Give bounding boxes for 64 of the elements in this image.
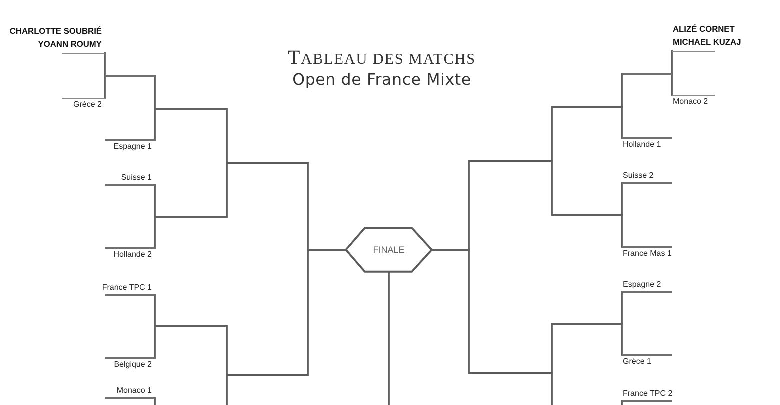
team-slot: Monaco 1 [105, 386, 155, 399]
bracket-connector [226, 162, 228, 218]
bracket-connector [621, 106, 623, 139]
bracket-connector [104, 75, 106, 99]
slot-line [552, 214, 622, 216]
bracket-connector [671, 50, 673, 75]
bracket-connector [551, 323, 553, 374]
slot-line [155, 216, 227, 218]
bracket-connector [551, 160, 553, 216]
final-hexagon: FINALE [345, 227, 433, 273]
team-slot: Suisse 1 [105, 172, 155, 186]
team-slot: Monaco 2 [672, 94, 715, 107]
bracket-connector [154, 184, 156, 218]
team-slot [672, 23, 742, 52]
slot-line [622, 73, 672, 75]
player-name: MICHAEL KUZAJ [673, 36, 742, 49]
bracket-connector [154, 75, 156, 110]
bracket-connector [551, 372, 553, 405]
slot-line [155, 325, 227, 327]
bracket-connector [154, 397, 156, 405]
team-slot: Hollande 1 [622, 137, 672, 150]
team-slot: France TPC 1 [102, 282, 155, 296]
bracket-connector [671, 73, 673, 96]
player-name: CHARLOTTE SOUBRIÉ [10, 25, 102, 38]
slot-line [105, 75, 155, 77]
bracket-connector [104, 52, 106, 77]
player-name: ALIZÉ CORNET [673, 23, 736, 36]
slot-line [469, 372, 552, 374]
subtitle: Open de France Mixte [292, 71, 472, 89]
diagram-title: TABLEAU DES MATCHS [288, 49, 476, 69]
team-slot: Belgique 2 [105, 357, 155, 370]
bracket-connector [621, 182, 623, 216]
slot-line [552, 323, 622, 325]
bracket-connector [226, 108, 228, 164]
bracket-connector [621, 400, 623, 405]
bracket-connector [621, 323, 623, 356]
team-slot: Hollande 2 [105, 247, 155, 260]
bracket-connector [226, 374, 228, 405]
team-slot: Grèce 1 [622, 354, 672, 368]
slot-line [227, 162, 308, 164]
team-slot: France TPC 2 [622, 388, 673, 402]
bracket-connector [226, 325, 228, 376]
team-slot [10, 25, 105, 54]
bracket-connector [621, 291, 623, 325]
team-slot: Grèce 2 [62, 98, 105, 110]
bracket-connector [307, 249, 346, 376]
team-slot: France Mas 1 [622, 246, 672, 260]
bracket-connector [154, 216, 156, 249]
team-slot: Espagne 2 [622, 280, 672, 293]
bracket-connector [154, 294, 156, 327]
team-slot: Suisse 2 [622, 170, 672, 184]
slot-line [469, 160, 552, 162]
bracket-connector [154, 108, 156, 141]
slot-line [227, 374, 308, 376]
slot-line [155, 108, 227, 110]
bracket-connector [621, 214, 623, 248]
bracket-connector [551, 106, 553, 162]
bracket-connector [432, 249, 470, 374]
bracket-connector [154, 325, 156, 359]
player-name: YOANN ROUMY [37, 38, 102, 51]
slot-line [552, 106, 622, 108]
team-slot: Espagne 1 [105, 139, 155, 152]
bracket-connector [388, 272, 390, 405]
bracket-connector [621, 73, 623, 108]
